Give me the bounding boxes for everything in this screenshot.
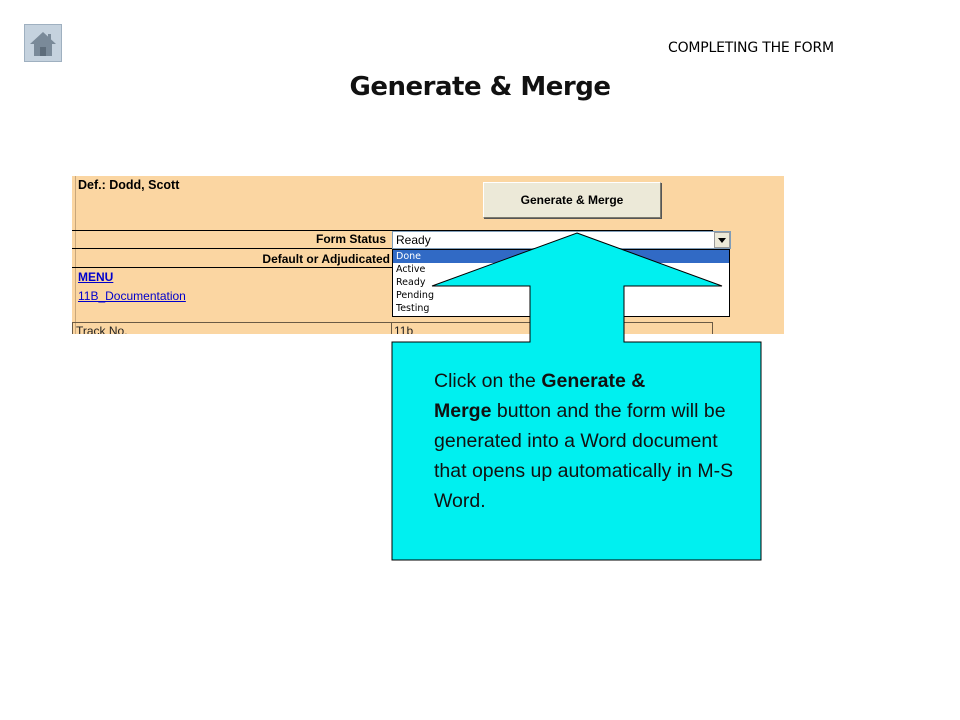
- dropdown-option[interactable]: Pending: [396, 290, 434, 301]
- form-status-label: Form Status: [315, 232, 386, 246]
- documentation-link[interactable]: 11B_Documentation: [78, 289, 186, 303]
- defendant-label: Def.: Dodd, Scott: [78, 178, 180, 192]
- page-title: Generate & Merge: [349, 72, 611, 102]
- default-adjudicated-label: Default or Adjudicated: [262, 252, 390, 266]
- form-status-select[interactable]: Ready: [392, 231, 731, 249]
- section-label: COMPLETING THE FORM: [668, 40, 834, 56]
- menu-link[interactable]: MENU: [78, 270, 114, 284]
- row-divider: [72, 230, 713, 231]
- generate-merge-button[interactable]: Generate & Merge: [483, 182, 661, 218]
- cell-divider: [391, 322, 392, 334]
- track-number-label: Track No.: [76, 324, 128, 334]
- home-icon: [30, 32, 56, 56]
- spreadsheet-excerpt: Def.: Dodd, Scott Generate & Merge Form …: [72, 176, 784, 334]
- form-status-dropdown[interactable]: Done Active Ready Pending Testing: [392, 249, 730, 317]
- track-number-value: 11b: [394, 324, 414, 334]
- callout-text: Click on the Generate &Merge button and …: [434, 370, 734, 512]
- dropdown-option[interactable]: Active: [396, 264, 426, 275]
- dropdown-option[interactable]: Done: [393, 250, 729, 263]
- home-button[interactable]: [24, 24, 62, 62]
- sheet-gridline: [72, 176, 76, 334]
- track-row: [72, 322, 713, 334]
- chevron-down-icon[interactable]: [714, 232, 730, 248]
- dropdown-option[interactable]: Testing: [396, 303, 430, 314]
- dropdown-option[interactable]: Ready: [396, 277, 426, 288]
